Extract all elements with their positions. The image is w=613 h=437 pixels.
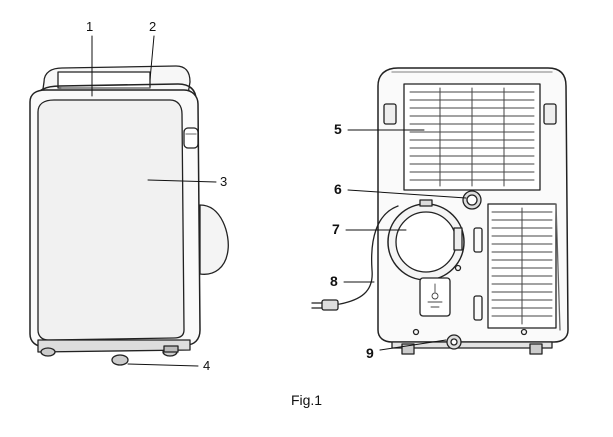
callout-7: 7 xyxy=(332,221,340,237)
back-unit xyxy=(311,67,569,355)
callout-9: 9 xyxy=(366,345,374,361)
front-leader-lines xyxy=(91,35,217,367)
callout-6: 6 xyxy=(334,181,342,197)
front-unit xyxy=(29,65,229,366)
back-leader-lines xyxy=(343,129,467,351)
callout-1: 1 xyxy=(86,19,94,34)
figure-caption: Fig.1 xyxy=(290,392,323,408)
callout-8: 8 xyxy=(330,273,338,289)
callout-4: 4 xyxy=(203,358,211,373)
callout-3: 3 xyxy=(220,174,228,189)
callout-2: 2 xyxy=(149,19,157,34)
callout-5: 5 xyxy=(334,121,342,137)
